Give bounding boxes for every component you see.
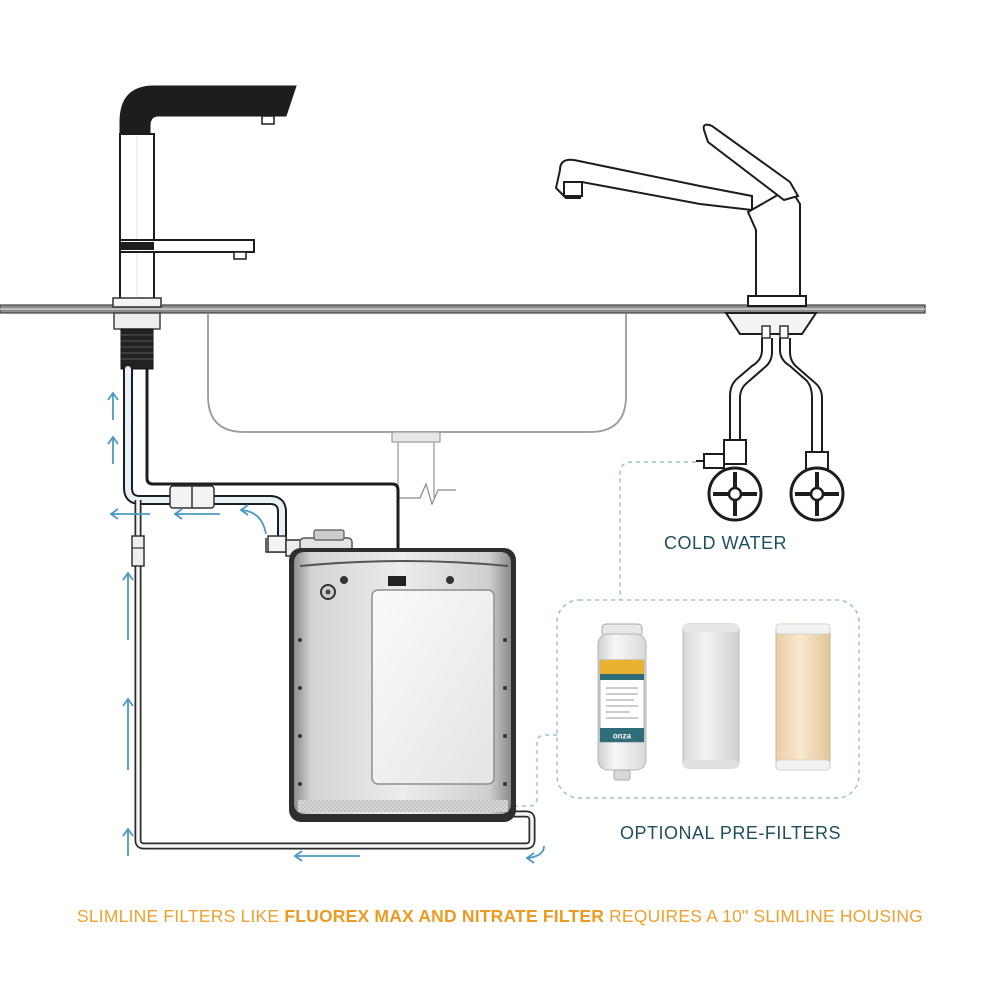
stop-valve-left: [707, 466, 763, 522]
kitchen-mixer-tap: [554, 123, 818, 339]
footer-suffix: REQUIRES A 10" SLIMLINE HOUSING: [604, 906, 923, 926]
flow-arrow-curve: [239, 504, 267, 535]
flow-arrow-up: [122, 571, 134, 640]
footer-highlight: FLUOREX MAX AND NITRATE FILTER: [284, 906, 605, 926]
flow-arrow-curve: [525, 845, 545, 864]
filter-brand-text: onza: [613, 732, 632, 741]
optional-prefilters-label: OPTIONAL PRE-FILTERS: [620, 823, 842, 843]
flow-arrow-up: [122, 827, 134, 856]
flow-arrow-up: [107, 435, 119, 464]
inline-filter-cartridge: onza: [597, 623, 647, 781]
cold-water-label: COLD WATER: [664, 533, 788, 553]
sediment-cartridge: [775, 623, 831, 771]
sink-basin: [207, 313, 627, 506]
filter-tap: [112, 85, 297, 370]
footer-prefix: SLIMLINE FILTERS LIKE: [77, 906, 285, 926]
flow-arrows: [107, 391, 545, 864]
mixer-supply-hoses: [696, 338, 829, 475]
flow-arrow-up: [107, 391, 119, 420]
prefilter-callout: [516, 461, 860, 807]
flow-arrow-left: [173, 508, 220, 520]
flow-arrow-up: [122, 697, 134, 770]
supply-line-loop: [131, 500, 536, 850]
flow-arrow-left: [293, 850, 360, 862]
stop-valve-right: [789, 466, 845, 522]
flow-arrow-left: [109, 508, 150, 520]
carbon-block-cartridge: [682, 623, 740, 769]
countertop: [0, 304, 926, 314]
footer-note: SLIMLINE FILTERS LIKE FLUOREX MAX AND NI…: [0, 906, 1000, 927]
prefilter-box: [556, 599, 860, 799]
water-unit: [289, 529, 516, 822]
